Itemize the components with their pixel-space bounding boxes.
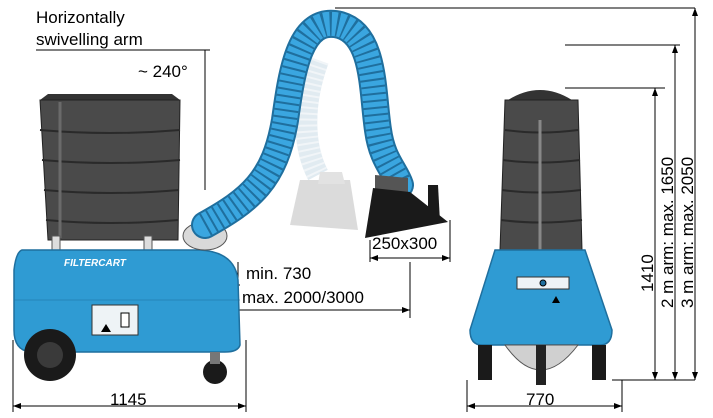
height-dimension: 1410 [638,254,657,292]
min-reach-label: min. 730 [246,264,312,283]
arm-label-line2: swivelling arm [36,30,143,49]
brand-logo: FILTERCART [64,258,127,269]
swivel-angle-label: ~ 240° [138,62,188,81]
ghost-arm [290,56,358,230]
hood-size-label: 250x300 [372,234,438,253]
arm-2m-height-dimension: 2 m arm: max. 1650 [658,156,677,308]
extraction-arm [191,9,448,239]
length-dimension: 1145 [110,390,147,409]
front-view-unit [469,90,613,385]
side-view-unit [13,94,241,384]
arm-3m-height-dimension: 3 m arm: max. 2050 [678,156,697,308]
dimension-arrowheads [13,8,698,409]
max-reach-label: max. 2000/3000 [242,288,364,307]
arm-label-line1: Horizontally [36,8,125,27]
width-dimension: 770 [526,390,555,409]
